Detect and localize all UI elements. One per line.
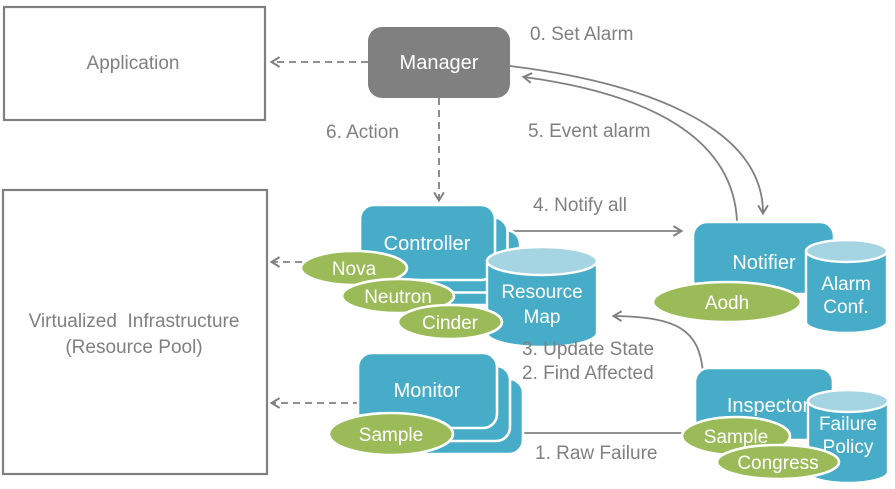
aodh-label: Aodh [705,293,749,314]
alarm-conf-cylinder-top [804,238,889,264]
virtualized-infrastructure-label-line1: Virtualized Infrastructure [29,311,240,332]
failure-policy-label-line2: Policy [823,437,874,458]
manager-label: Manager [400,52,479,74]
label-notify-all: 4. Notify all [533,195,627,216]
cinder-ellipse [396,303,504,341]
resource-map-label-line2: Map [524,307,561,328]
neutron-ellipse [340,277,456,315]
arrow-event-alarm-notifier-to-manager [521,72,738,222]
label-event-alarm: 5. Event alarm [528,121,651,142]
virtualized-infrastructure-box [1,188,269,476]
resource-map-cylinder [485,259,599,349]
application-label: Application [87,53,180,74]
controller-label: Controller [384,233,471,255]
cinder-label: Cinder [422,313,479,334]
aodh-ellipse [651,280,803,324]
notifier-label: Notifier [732,252,796,274]
monitor-sample-ellipse [327,411,455,457]
monitor-label: Monitor [394,380,461,402]
congress-label: Congress [737,453,818,474]
label-set-alarm: 0. Set Alarm [530,24,634,45]
virtualized-infrastructure-label-line2: (Resource Pool) [65,337,202,358]
alarm-conf-label-line2: Conf. [823,297,868,318]
monitor-sample-label: Sample [359,425,423,446]
alarm-conf-label-line1: Alarm [821,274,871,295]
resource-map-cylinder-top [485,245,599,277]
application-box [2,5,267,122]
label-update-state: 3. Update State [522,339,654,360]
alarm-conf-cylinder [804,249,889,335]
label-raw-failure: 1. Raw Failure [535,443,658,464]
resource-map-label-line1: Resource [501,282,582,303]
inspector-sample-label: Sample [704,427,768,448]
manager-box [368,27,510,98]
label-action: 6. Action [326,122,399,143]
inspector-label: Inspector [727,395,810,417]
arrow-set-alarm-manager-to-notifier [509,65,769,216]
failure-policy-cylinder-top [806,388,890,414]
congress-ellipse [715,443,841,481]
arrow-update-state-inspector-to-resource-map [611,310,704,373]
label-find-affected: 2. Find Affected [522,363,654,384]
nova-label: Nova [332,259,377,280]
neutron-label: Neutron [364,287,432,308]
failure-policy-label-line1: Failure [819,414,877,435]
